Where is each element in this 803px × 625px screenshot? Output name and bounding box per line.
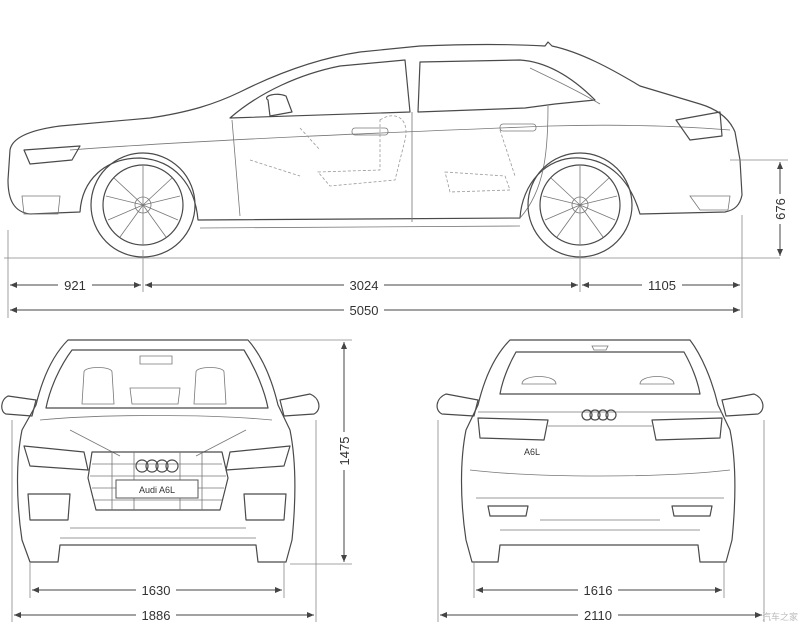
front-lower-lip [60,527,256,539]
side-front-intake [21,195,61,215]
side-front-door [231,112,413,222]
front-seat-left [81,367,115,405]
side-mirror [266,93,293,117]
rear-dimensions: 1616 2110 [437,420,765,623]
dim-overall-height: 1475 [337,437,352,466]
front-mirror-left [1,395,37,417]
front-windshield [45,349,269,409]
rear-view: A6L [436,339,764,563]
rear-audi-rings-icon [581,409,617,421]
side-front-wheel [90,152,196,258]
side-view [4,41,780,259]
front-dimensions: 1630 1886 1475 [11,339,353,623]
side-rear-seat [444,129,516,193]
front-plate-text: Audi A6L [139,485,175,495]
front-body-outline [16,339,296,563]
side-rocker-line [199,225,521,229]
side-rear-door [519,105,549,219]
rear-taillight-left [477,417,549,441]
side-c-pillar [529,67,601,105]
side-steering [249,127,321,177]
side-windows [229,59,411,119]
front-dash [129,387,181,405]
rear-badge-text: A6L [524,447,540,457]
side-dimensions: 921 3024 1105 5050 676 [7,159,789,318]
rear-mirror-left [436,393,479,417]
side-rear-wheel [527,152,633,258]
rear-exhaust-right [671,505,713,517]
front-headlight-left [23,445,89,471]
dim-wheel-height: 676 [773,198,788,220]
rear-headrest-right [639,376,675,385]
front-intake-right [243,493,287,521]
rear-body-outline [460,339,736,563]
front-hood-lines [39,415,273,457]
dim-front-overhang: 921 [64,278,86,293]
watermark: 汽车之家 [762,611,798,622]
dim-overall-width: 1886 [142,608,171,623]
side-taillight [675,111,723,141]
rear-exhaust-left [487,505,529,517]
rear-taillight-right [651,417,723,441]
rear-door-handle [499,123,537,132]
front-intake-left [27,493,71,521]
front-grille [87,451,229,511]
dim-width-with-mirrors: 2110 [584,608,612,623]
front-license-plate [115,479,199,499]
side-front-seat [317,115,407,187]
rear-window [499,351,701,395]
dim-rear-overhang: 1105 [648,278,676,293]
side-body-outline [7,41,743,221]
front-door-handle [351,127,389,136]
dim-front-track: 1630 [142,583,171,598]
front-headlight-right [225,445,291,471]
side-shoulder-line [69,124,731,151]
dim-overall-length: 5050 [350,303,379,318]
rear-bumper [469,469,731,499]
rear-headrest-left [521,376,557,385]
side-rear-window [417,59,596,113]
front-audi-rings-icon [135,459,179,473]
rear-diffuser [500,519,700,531]
dim-wheelbase: 3024 [350,278,379,293]
side-headlight [23,145,81,165]
side-rear-bumper [689,195,731,211]
dim-rear-track: 1616 [584,583,613,598]
rear-brake-light [591,345,609,351]
rear-mirror-right [721,393,764,417]
front-mirror-right [279,393,320,417]
front-mirror-inside [139,355,173,365]
front-view: Audi A6L [1,339,320,563]
front-seat-right [193,367,227,405]
